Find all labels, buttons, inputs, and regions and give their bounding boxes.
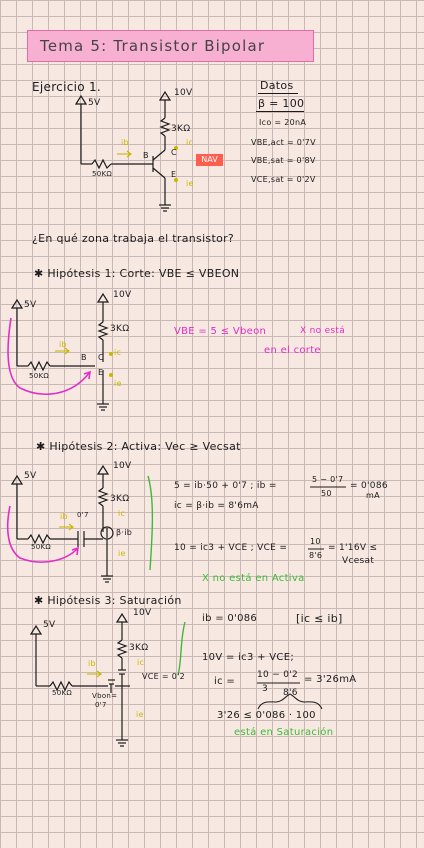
c2-ib: ib bbox=[59, 340, 67, 349]
page-title: Tema 5: Transistor Bipolar bbox=[40, 37, 266, 55]
c2-ie: ie bbox=[114, 379, 122, 388]
c1-rb: 50KΩ bbox=[92, 170, 113, 178]
h3-conclusion: está en Saturación bbox=[234, 727, 334, 738]
h3-heading: ✱ Hipótesis 3: Saturación bbox=[34, 594, 182, 607]
c4-ie: ie bbox=[136, 710, 144, 719]
c1-ic: ic bbox=[186, 138, 194, 147]
h2-eq3-tail: Vcesat bbox=[342, 556, 375, 566]
h1-heading: ✱ Hipótesis 1: Corte: VBE ≤ VBEON bbox=[34, 267, 240, 280]
c2-b: B bbox=[81, 353, 87, 362]
c3-ic: ic bbox=[118, 509, 126, 518]
c3-rc: 3KΩ bbox=[110, 494, 130, 504]
h3-bracket: [ic ≤ ib] bbox=[296, 612, 343, 625]
c4-vbe-val: 0'7 bbox=[95, 701, 107, 709]
datos-vbe-sat: VBE,sat = 0'8V bbox=[251, 156, 316, 165]
c3-rb: 50KΩ bbox=[31, 543, 52, 551]
c1-ie: ie bbox=[186, 179, 194, 188]
c4-vbe-label: Vbon= bbox=[92, 692, 118, 700]
beta-underline bbox=[256, 111, 304, 112]
h1-note2: X no está bbox=[300, 326, 346, 336]
h2-eq1-res: = 0'086 bbox=[350, 481, 388, 491]
h2-eq3-res: = 1'16V ≤ bbox=[328, 543, 378, 553]
c4-10v: 10V bbox=[133, 608, 152, 618]
h2-eq1-unit: mA bbox=[366, 491, 380, 500]
h1-note3: en el corte bbox=[264, 345, 321, 356]
c3-bib: β·ib bbox=[116, 528, 133, 537]
h3-eq3a: ic = bbox=[214, 676, 236, 687]
c4-rb: 50KΩ bbox=[52, 689, 73, 697]
c2-e: E bbox=[98, 368, 104, 377]
c2-c: C bbox=[98, 353, 104, 362]
c1-10v: 10V bbox=[174, 88, 193, 98]
title-box: Tema 5: Transistor Bipolar bbox=[27, 30, 314, 62]
c4-ic: ic bbox=[137, 658, 145, 667]
datos-ico: Ico = 20nA bbox=[259, 118, 307, 127]
c3-ie: ie bbox=[118, 549, 126, 558]
h2-heading: ✱ Hipótesis 2: Activa: Vec ≥ Vecsat bbox=[36, 440, 241, 453]
h3-eq3-res: = 3'26mA bbox=[304, 674, 357, 685]
nav-badge: NAV bbox=[196, 154, 223, 166]
datos-underline bbox=[258, 93, 298, 94]
h2-conclusion: X no está en Activa bbox=[202, 573, 305, 584]
c4-ib: ib bbox=[88, 659, 96, 668]
datos-beta: β = 100 bbox=[258, 97, 305, 110]
h2-frac2-num: 10 bbox=[310, 537, 321, 546]
datos-heading: Datos bbox=[260, 79, 294, 92]
h2-frac1-den: 50 bbox=[321, 489, 332, 498]
c1-rc: 3KΩ bbox=[171, 124, 191, 134]
c1-ib: ib bbox=[121, 138, 129, 147]
c4-vce: VCE = 0'2 bbox=[142, 672, 185, 681]
datos-vce-sat: VCE,sat = 0'2V bbox=[251, 175, 316, 184]
c3-ib: ib bbox=[60, 512, 68, 521]
c2-rb: 50KΩ bbox=[29, 372, 50, 380]
h2-frac2-den: 8'6 bbox=[309, 551, 323, 560]
c3-5v: 5V bbox=[24, 471, 37, 481]
h2-eq1: 5 = ib·50 + 0'7 ; ib = bbox=[174, 481, 277, 491]
c1-c: C bbox=[171, 148, 177, 157]
h3-eq4: 3'26 ≤ 0'086 · 100 bbox=[217, 710, 316, 721]
h1-note1: VBE = 5 ≤ Vbeon bbox=[174, 326, 267, 337]
h2-frac1-num: 5 − 0'7 bbox=[312, 475, 344, 484]
c3-vbe: 0'7 bbox=[77, 511, 89, 519]
c3-10v: 10V bbox=[113, 461, 132, 471]
h3-eq2: 10V = ic3 + VCE; bbox=[202, 652, 294, 663]
c1-b: B bbox=[143, 151, 149, 160]
c4-5v: 5V bbox=[43, 620, 56, 630]
c1-e: E bbox=[171, 170, 177, 179]
h2-eq2: ic = β·ib = 8'6mA bbox=[174, 501, 259, 511]
exercise-heading: Ejercicio 1. bbox=[32, 80, 102, 94]
h3-frac-num: 10 − 0'2 bbox=[257, 670, 299, 680]
h3-eq1: ib = 0'086 bbox=[202, 613, 258, 624]
datos-vbe-act: VBE,act = 0'7V bbox=[251, 138, 316, 147]
c2-ic: ic bbox=[114, 348, 122, 357]
c2-5v: 5V bbox=[24, 300, 37, 310]
h2-eq3: 10 = ic3 + VCE ; VCE = bbox=[174, 543, 288, 553]
c1-5v: 5V bbox=[88, 98, 101, 108]
h3-frac-den: 3 bbox=[262, 684, 269, 694]
question: ¿En qué zona trabaja el transistor? bbox=[32, 232, 235, 245]
c4-rc: 3KΩ bbox=[129, 643, 149, 653]
h3-over: 8'6 bbox=[283, 688, 298, 698]
c2-rc: 3KΩ bbox=[110, 324, 130, 334]
c2-10v: 10V bbox=[113, 290, 132, 300]
